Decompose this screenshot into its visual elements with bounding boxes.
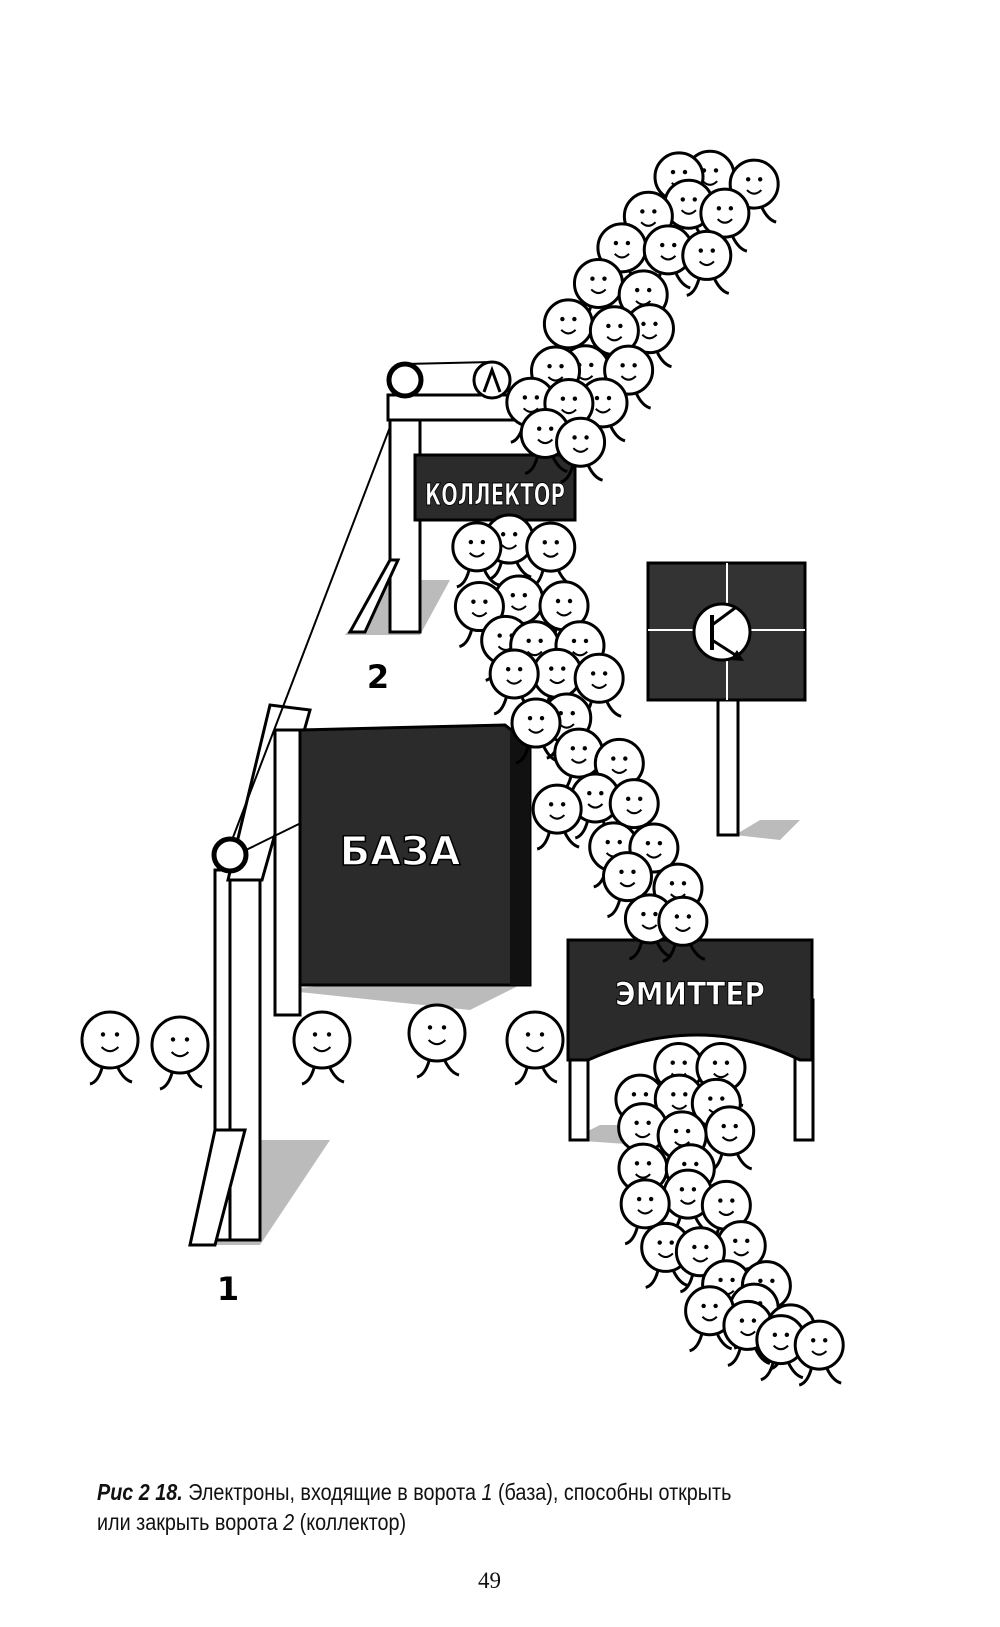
electron-icon (510, 697, 562, 765)
collector-label: КОЛЛЕКТОР (425, 478, 565, 513)
emitter-label: ЭМИТТЕР (615, 975, 765, 1013)
electron-icon (619, 1178, 671, 1246)
caption-text: Электроны, входящие в ворота (182, 1479, 482, 1505)
electron-icon (573, 652, 625, 720)
page-number: 49 (478, 1568, 501, 1593)
gate-1-number: 1 (217, 1270, 239, 1308)
electron-icon (681, 229, 733, 297)
gate-2 (347, 360, 520, 634)
electron-icon (525, 521, 577, 589)
transistor-icon (692, 602, 752, 662)
caption-text: (база), способны открыть (492, 1479, 732, 1505)
emitter-sign: ЭМИТТЕР (566, 938, 815, 1142)
collector-sign: КОЛЛЕКТОР (413, 453, 577, 522)
electron-icon (292, 1010, 352, 1086)
electron-icon (407, 1003, 467, 1079)
transistor-illustration: БАЗА 1 КОЛЛЕКТОР 2 (80, 149, 845, 1387)
gate-2-number: 2 (367, 658, 389, 696)
transistor-symbol-sign (646, 561, 807, 837)
electron-icon (684, 1285, 736, 1353)
caption-num: 1 (481, 1479, 493, 1505)
caption-text: (коллектор) (294, 1509, 407, 1535)
walking-electrons (80, 1003, 565, 1091)
electron-icon (451, 521, 503, 589)
caption-num: 2 (283, 1509, 295, 1535)
electron-stream (451, 149, 845, 1387)
electron-icon (793, 1319, 845, 1387)
caption-text: или закрыть ворота (97, 1509, 284, 1535)
electron-icon (488, 648, 540, 716)
electron-icon (531, 783, 583, 851)
base-label: БАЗА (340, 829, 461, 875)
electron-icon (555, 416, 607, 484)
electron-icon (601, 851, 653, 919)
electron-icon (657, 895, 709, 963)
figure-caption: Рис 2 18. Электроны, входящие в ворота 1… (97, 1477, 957, 1537)
electron-icon (505, 1010, 565, 1086)
base-sign: БАЗА (298, 723, 532, 987)
electron-icon (699, 187, 751, 255)
electron-icon (80, 1010, 140, 1086)
electron-icon (150, 1015, 210, 1091)
figure-ref: Рис 2 18. (97, 1479, 183, 1505)
